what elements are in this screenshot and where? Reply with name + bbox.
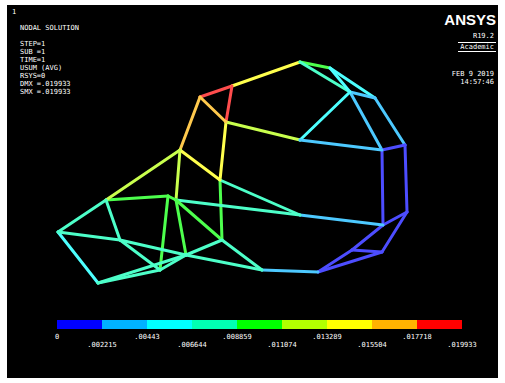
contour-color-bar [57, 320, 462, 329]
window-number: 1 [12, 8, 16, 16]
scale-value: .00443 [134, 333, 159, 341]
frame-member [200, 86, 232, 97]
max-solution: SMX =.019933 [20, 88, 71, 96]
frame-member [300, 215, 383, 225]
color-band [147, 320, 192, 329]
frame-member [382, 150, 383, 225]
frame-member [405, 145, 407, 212]
frame-member [180, 97, 200, 150]
frame-member [300, 140, 382, 150]
frame-member [106, 150, 180, 200]
scale-value: .008859 [222, 333, 252, 341]
scale-value: .019933 [447, 341, 477, 349]
roll-cage-frame [58, 62, 407, 283]
frame-member [352, 225, 383, 250]
frame-member [220, 122, 226, 180]
frame-member [200, 97, 226, 122]
frame-member [330, 68, 350, 92]
frame-member [232, 62, 300, 86]
software-logo: ANSYS [444, 12, 496, 28]
frame-member [262, 270, 318, 272]
frame-member [318, 250, 352, 272]
scale-value: .002215 [87, 341, 117, 349]
license-tag: Academic [458, 42, 496, 52]
frame-member [350, 92, 382, 150]
substep-info: SUB =1 [20, 48, 45, 56]
color-band [102, 320, 147, 329]
color-band [327, 320, 372, 329]
frame-member [176, 200, 222, 240]
frame-member [120, 240, 160, 270]
frame-member [98, 255, 186, 283]
frame-member [176, 150, 180, 200]
time-info: TIME=1 [20, 56, 45, 64]
max-displacement: DMX =.019933 [20, 80, 71, 88]
color-band [192, 320, 237, 329]
frame-member [58, 200, 106, 232]
frame-member [300, 62, 350, 92]
frame-member [160, 196, 168, 270]
result-type: USUM (AVG) [20, 64, 62, 72]
frame-member [168, 196, 176, 200]
frame-member [220, 180, 222, 240]
coordinate-system: RSYS=0 [20, 72, 45, 80]
scale-value: .015504 [357, 341, 387, 349]
frame-member [58, 232, 98, 283]
frame-member [220, 180, 300, 215]
frame-member [382, 212, 407, 252]
scale-value: .013289 [312, 333, 342, 341]
frame-member [106, 196, 168, 200]
frame-member [106, 200, 120, 240]
frame-member [222, 240, 262, 270]
plot-date: FEB 9 2019 [452, 70, 494, 78]
frame-member [375, 98, 405, 145]
plot-background [7, 5, 498, 378]
frame-member [383, 212, 407, 225]
scale-value: .006644 [177, 341, 207, 349]
plot-heading: NODAL SOLUTION [20, 24, 79, 32]
step-info: STEP=1 [20, 40, 45, 48]
frame-member [382, 145, 405, 150]
plot-time: 14:57:46 [460, 78, 494, 86]
color-band [282, 320, 327, 329]
scale-value: 0 [55, 333, 59, 341]
color-band [237, 320, 282, 329]
frame-member [186, 240, 222, 255]
color-band [372, 320, 417, 329]
frame-member [160, 255, 186, 270]
frame-member [58, 232, 120, 240]
frame-member [318, 252, 382, 272]
frame-member [226, 122, 300, 140]
frame-member [350, 92, 375, 98]
frame-member [352, 250, 382, 252]
scale-value: .011074 [267, 341, 297, 349]
color-band [57, 320, 102, 329]
color-band [417, 320, 462, 329]
scale-value: .017718 [402, 333, 432, 341]
frame-member [300, 92, 350, 140]
frame-member [226, 86, 232, 122]
frame-member [180, 150, 220, 180]
software-version: R19.2 [473, 32, 494, 40]
